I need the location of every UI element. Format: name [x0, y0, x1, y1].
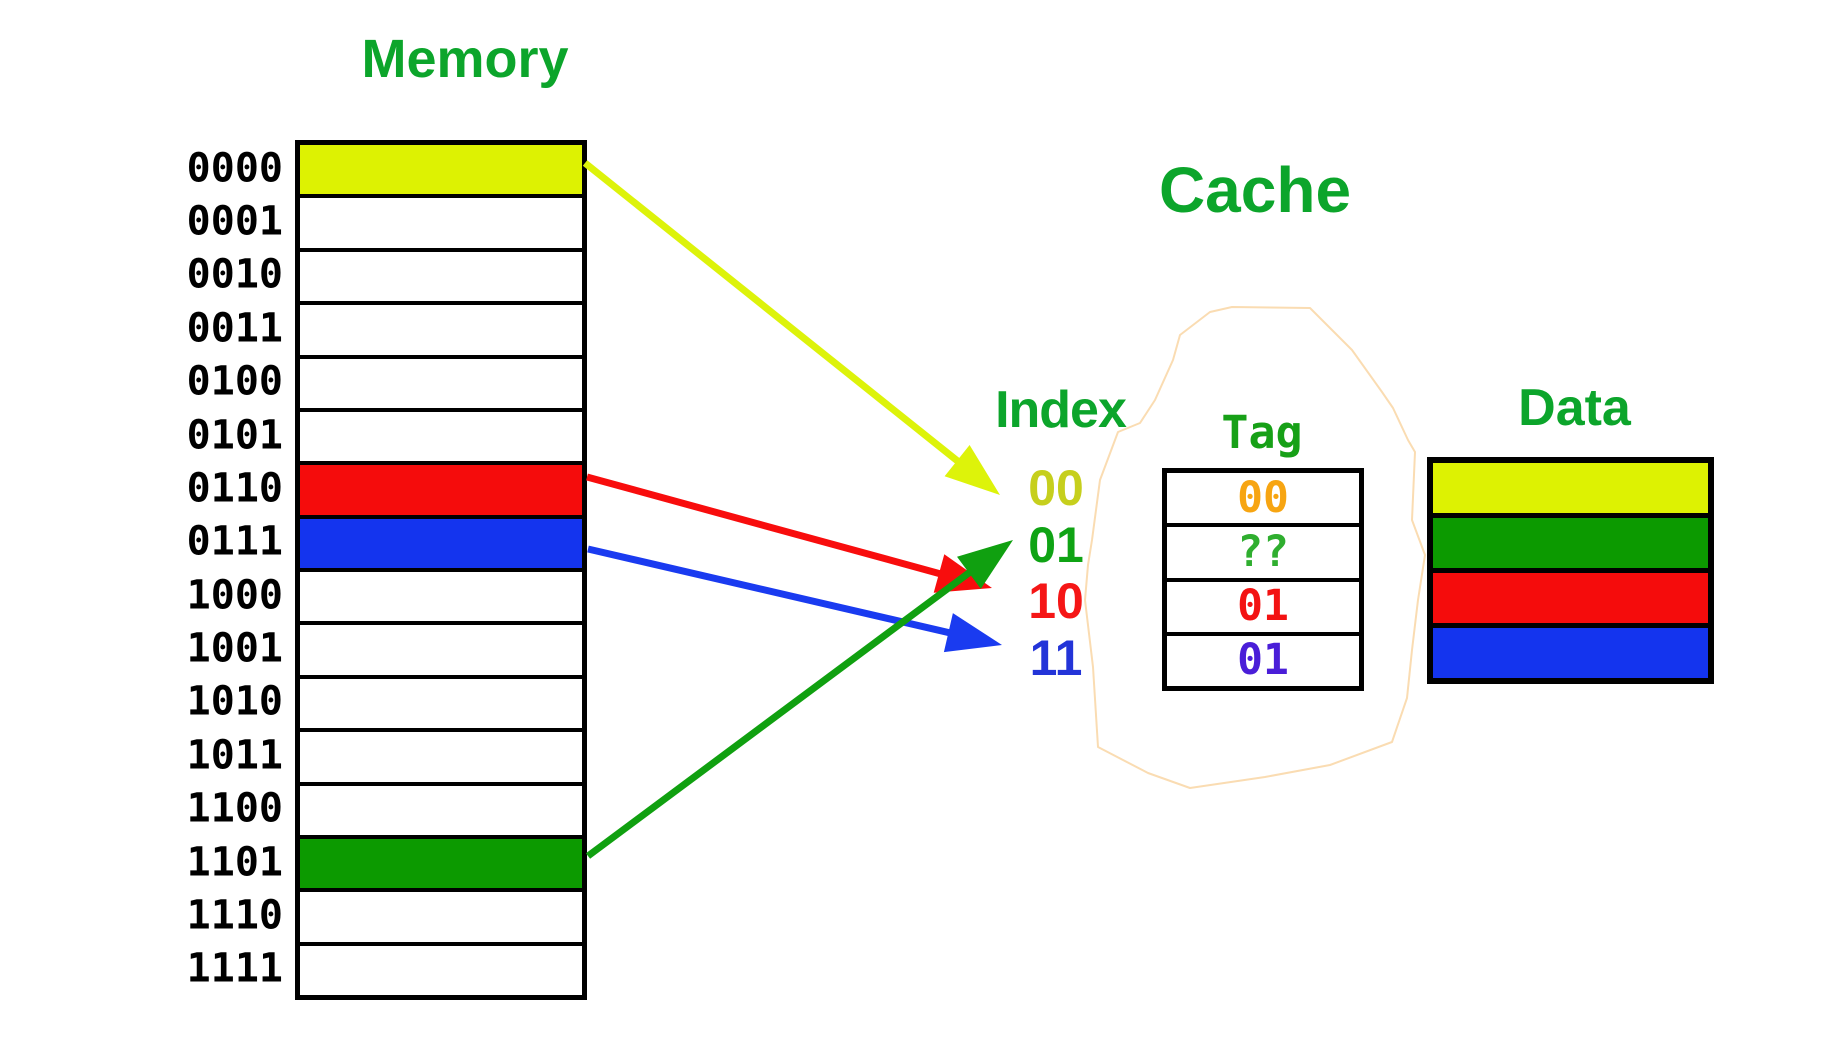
memory-row-address: 0100	[186, 358, 283, 405]
memory-row: 1010	[187, 678, 582, 733]
memory-row-address: 0111	[186, 518, 283, 565]
arrow-line	[585, 564, 979, 859]
data-cell	[1433, 628, 1708, 678]
memory-row: 1100	[187, 785, 582, 839]
index-title: Index	[995, 381, 1127, 439]
arrow-memory-1101-to-index-01	[585, 540, 1013, 859]
memory-row: 0101	[187, 411, 582, 466]
index-value: 11	[1029, 629, 1083, 686]
data-cell	[1433, 573, 1708, 628]
arrow-head	[933, 554, 992, 593]
memory-row: 0111	[187, 518, 582, 572]
data-title: Data	[1518, 379, 1631, 437]
memory-row-address: 0011	[186, 305, 283, 352]
tag-cell: ??	[1167, 526, 1359, 582]
tag-cell: 00	[1167, 472, 1359, 528]
arrow-memory-0111-to-index-11	[587, 545, 1002, 653]
index-value: 00	[1028, 460, 1084, 517]
memory-row-address: 1101	[186, 838, 283, 885]
memory-row: 1110	[187, 892, 582, 946]
arrow-line	[587, 545, 959, 639]
memory-row-address: 1000	[186, 572, 283, 619]
memory-row: 1111	[187, 945, 582, 995]
memory-row: 0100	[187, 358, 582, 412]
memory-row: 0011	[187, 305, 582, 359]
arrow-line	[582, 160, 968, 470]
memory-row-address: 1100	[186, 785, 283, 832]
memory-row: 1011	[187, 732, 582, 786]
memory-row-address: 0000	[186, 145, 283, 192]
memory-row: 1000	[187, 572, 582, 626]
data-cell	[1433, 518, 1708, 573]
data-cell	[1433, 463, 1708, 518]
data-table	[1427, 457, 1714, 684]
memory-row-address: 1111	[186, 945, 283, 992]
memory-row-address: 1110	[186, 892, 283, 939]
tag-cell: 01	[1167, 582, 1359, 636]
memory-row-address: 1011	[186, 732, 283, 779]
memory-row: 0000	[187, 145, 582, 199]
arrow-line	[586, 473, 950, 580]
index-value: 10	[1028, 573, 1084, 630]
memory-row-address: 1010	[186, 678, 283, 725]
cache-title: Cache	[1158, 154, 1352, 226]
memory-row: 1001	[187, 625, 582, 679]
tag-value: 01	[1237, 581, 1289, 632]
tag-title: Tag	[1221, 406, 1303, 459]
tag-cell: 01	[1167, 636, 1359, 686]
memory-row: 0001	[187, 198, 582, 252]
arrow-head	[943, 613, 1002, 653]
arrow-memory-0000-to-index-00	[582, 160, 1000, 495]
tag-value: 01	[1237, 635, 1289, 686]
memory-row-address: 1001	[186, 625, 283, 672]
tag-value: ??	[1237, 526, 1289, 577]
memory-row-address: 0010	[186, 251, 283, 298]
memory-row: 0010	[187, 251, 582, 306]
tag-value: 00	[1237, 472, 1289, 523]
memory-row-address: 0110	[186, 465, 283, 512]
index-value: 01	[1028, 516, 1084, 573]
memory-row-address: 0101	[186, 411, 283, 458]
memory-row: 0110	[187, 465, 582, 519]
memory-row: 1101	[187, 838, 582, 893]
memory-title: Memory	[361, 29, 569, 89]
arrow-memory-0110-to-index-10	[586, 473, 992, 593]
arrow-head	[944, 445, 1000, 495]
memory-table: 0000 0001 0010 0011 0100 0101 0110 0111 1000 1001…	[187, 140, 587, 1000]
memory-row-address: 0001	[186, 198, 283, 245]
